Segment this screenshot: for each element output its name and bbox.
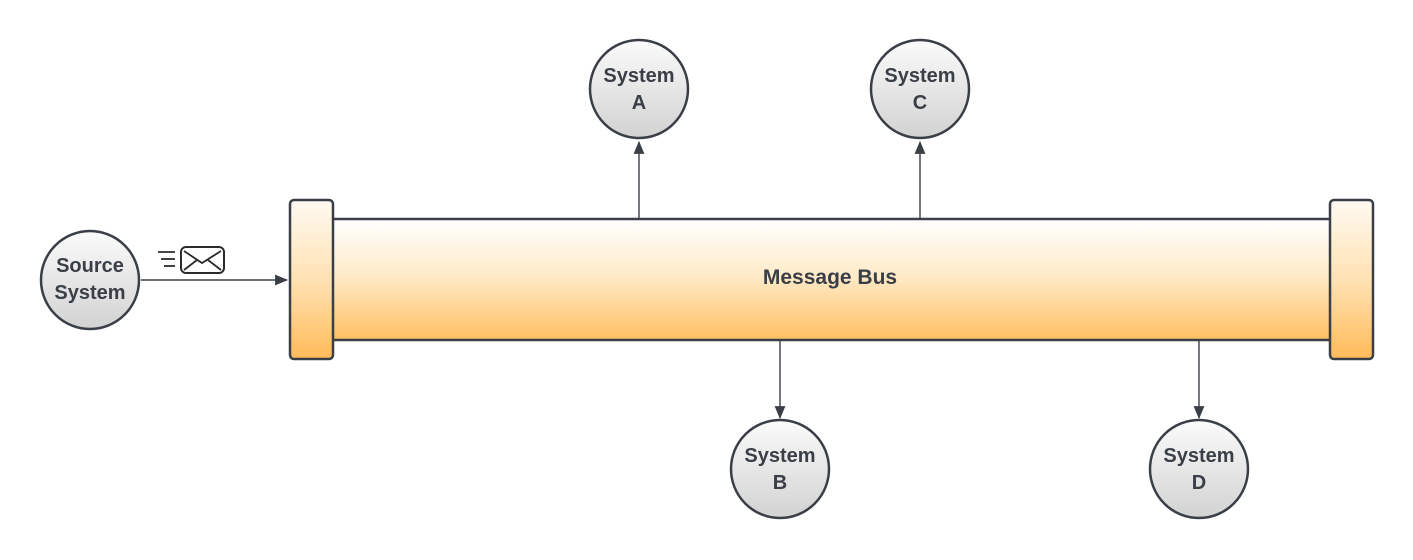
source-system-label-line2: System (54, 282, 125, 304)
system-c-label-line2: C (913, 92, 927, 114)
source-system-node[interactable]: Source System (39, 229, 141, 331)
system-d-node[interactable]: System D (1148, 418, 1250, 520)
system-a-label-line1: System (603, 65, 674, 87)
system-c-label-line1: System (884, 65, 955, 87)
bus-left-cap (288, 198, 335, 361)
bus-label: Message Bus (763, 266, 897, 289)
system-b-node[interactable]: System B (729, 418, 831, 520)
envelope-icon (158, 246, 225, 274)
source-system-label-line1: Source (56, 255, 124, 277)
bus-body (308, 217, 1352, 342)
bus-right-cap (1328, 198, 1375, 361)
system-d-label-line1: System (1163, 445, 1234, 467)
system-a-node[interactable]: System A (588, 38, 690, 140)
system-c-node[interactable]: System C (869, 38, 971, 140)
system-d-label-line2: D (1192, 472, 1206, 494)
system-b-label-line1: System (744, 445, 815, 467)
system-b-label-line2: B (773, 472, 787, 494)
message-bus[interactable]: Message Bus (288, 198, 1375, 361)
system-a-label-line2: A (632, 92, 646, 114)
